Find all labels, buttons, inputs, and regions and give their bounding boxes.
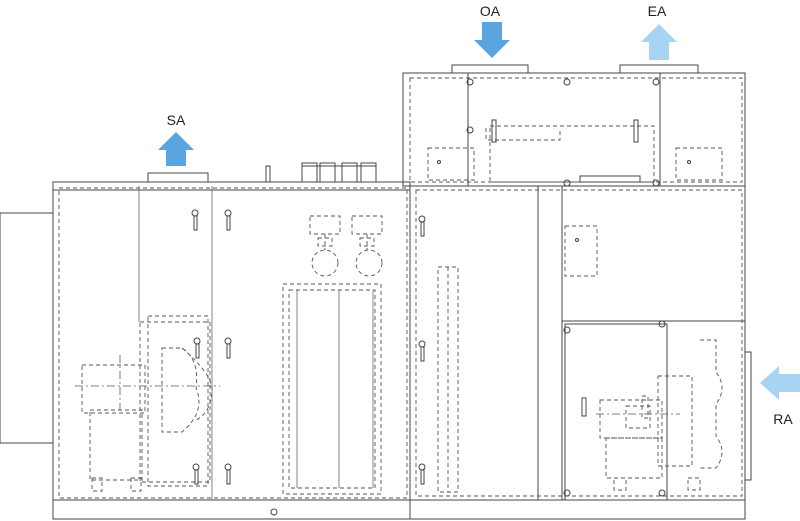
right-lower-casing	[409, 185, 746, 501]
ra-collar	[744, 351, 752, 481]
oa-label: OA	[480, 3, 501, 19]
control-box	[564, 225, 598, 277]
sa-collar	[147, 172, 209, 183]
ra-arrow: RA	[760, 366, 800, 427]
coil-section	[282, 283, 382, 495]
oa-arrow-shape	[474, 22, 510, 58]
top-vent	[265, 165, 271, 183]
ea-collar	[619, 64, 699, 74]
ea-arrow: EA	[641, 3, 677, 60]
door-handles-left	[191, 209, 232, 485]
sa-arrow: SA	[158, 112, 194, 166]
oa-collar	[451, 64, 529, 74]
top-ports	[301, 162, 377, 183]
upper-bolts	[466, 78, 660, 187]
left-module	[0, 162, 411, 520]
upper-casing	[402, 72, 746, 187]
oa-arrow: OA	[474, 3, 510, 58]
door-handles-middle	[418, 215, 426, 485]
sa-arrow-shape	[158, 132, 194, 166]
ea-arrow-shape	[641, 24, 677, 60]
ra-arrow-shape	[760, 366, 800, 400]
drain-port	[270, 508, 278, 516]
upper-right-module	[402, 64, 746, 187]
base-rail-left	[52, 499, 411, 520]
sa-label: SA	[167, 112, 186, 128]
base-rail-right	[409, 499, 746, 520]
right-lower-module	[409, 185, 752, 520]
side-duct	[0, 212, 54, 444]
ra-label: RA	[773, 411, 793, 427]
valve-actuators	[309, 215, 383, 277]
ea-label: EA	[648, 3, 667, 19]
